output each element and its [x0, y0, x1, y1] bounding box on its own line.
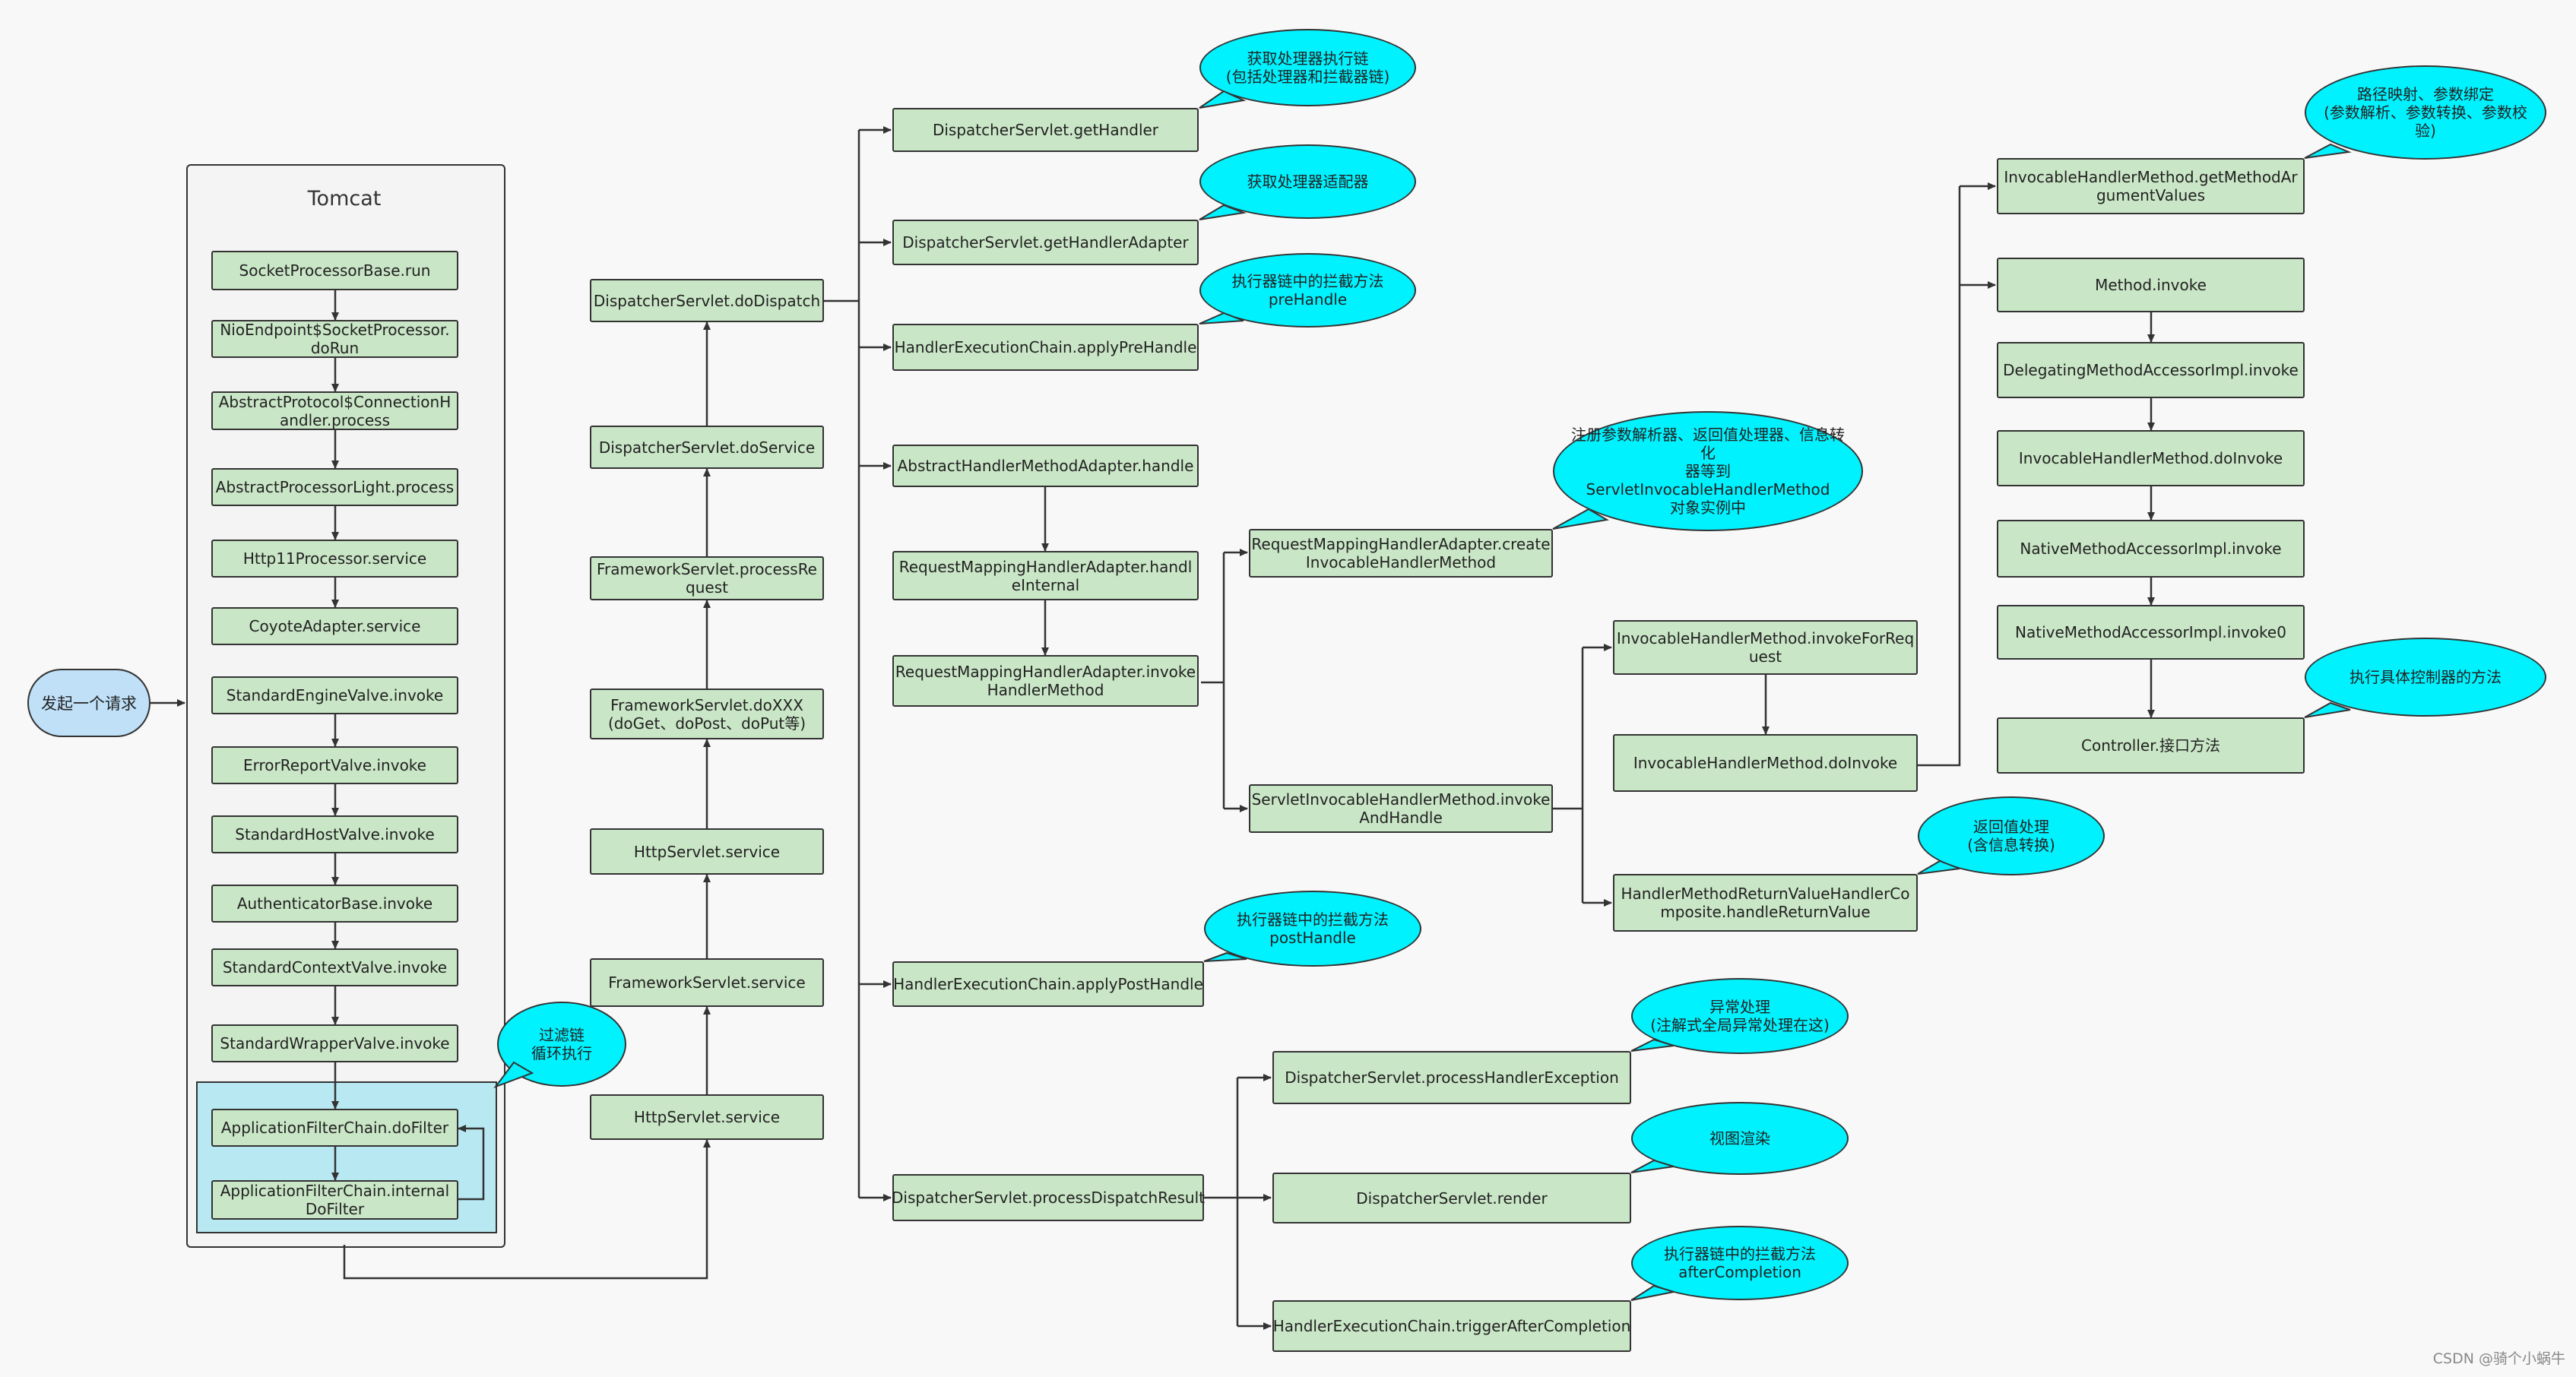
node-method-invoke: Method.invoke	[1997, 258, 2305, 312]
bubble-post-handle: 执行器链中的拦截方法 postHandle	[1204, 891, 1421, 967]
tail-pre-handle	[1199, 312, 1244, 324]
footer-watermark: CSDN @骑个小蜗牛	[2432, 1350, 2565, 1367]
node-native-accessor: NativeMethodAccessorImpl.invoke	[1997, 520, 2305, 578]
node-standard-wrapper-valve: StandardWrapperValve.invoke	[211, 1024, 458, 1062]
node-ihm-do-invoke-2: InvocableHandlerMethod.doInvoke	[1997, 430, 2305, 486]
node-process-dispatch-result: DispatcherServlet.processDispatchResult	[892, 1174, 1205, 1221]
node-dispatcher-do-service: DispatcherServlet.doService	[590, 426, 824, 469]
node-http11-processor: Http11Processor.service	[211, 540, 458, 578]
node-error-report-valve: ErrorReportValve.invoke	[211, 746, 458, 784]
node-rmha-invoke-handler-method: RequestMappingHandlerAdapter.invoke Hand…	[892, 655, 1199, 707]
bubble-after-completion: 执行器链中的拦截方法 afterCompletion	[1631, 1226, 1849, 1300]
bubble-view-render: 视图渲染	[1631, 1102, 1849, 1175]
node-coyote-adapter: CoyoteAdapter.service	[211, 607, 458, 645]
node-apply-post-handle: HandlerExecutionChain.applyPostHandle	[892, 961, 1204, 1007]
tail-get-handler	[1199, 90, 1247, 109]
node-nio-endpoint: NioEndpoint$SocketProcessor. doRun	[211, 320, 458, 358]
node-ihm-invoke-for-request: InvocableHandlerMethod.invokeForReq uest	[1613, 620, 1918, 675]
node-native-accessor-0: NativeMethodAccessorImpl.invoke0	[1997, 605, 2305, 660]
edge-filter-loop	[457, 1125, 485, 1201]
node-standard-context-valve: StandardContextValve.invoke	[211, 948, 458, 986]
node-abstract-processor-light: AbstractProcessorLight.process	[211, 468, 458, 506]
node-framework-servlet-process-request: FrameworkServlet.processRe quest	[590, 556, 824, 600]
tail-path	[2304, 143, 2352, 159]
tail-register	[1552, 508, 1609, 530]
tail-return	[1917, 859, 1960, 875]
tail-after	[1630, 1284, 1675, 1301]
tail-post	[1203, 951, 1247, 962]
node-http-servlet-service-2: HttpServlet.service	[590, 828, 824, 875]
node-trigger-after-completion: HandlerExecutionChain.triggerAfterComple…	[1272, 1300, 1631, 1352]
node-ihm-do-invoke: InvocableHandlerMethod.doInvoke	[1613, 734, 1918, 792]
node-abstract-protocol: AbstractProtocol$ConnectionH andler.proc…	[211, 391, 458, 430]
node-dispatcher-get-handler: DispatcherServlet.getHandler	[892, 108, 1199, 152]
node-rmha-create-ihm: RequestMappingHandlerAdapter.create Invo…	[1249, 529, 1553, 578]
node-socket-processor-run: SocketProcessorBase.run	[211, 251, 458, 290]
tomcat-title: Tomcat	[307, 187, 382, 211]
bubble-exec-controller: 执行具体控制器的方法	[2305, 638, 2546, 717]
node-app-filter-chain-do-filter: ApplicationFilterChain.doFilter	[211, 1109, 458, 1147]
start-request-node: 发起一个请求	[27, 669, 151, 737]
edge-doinvoke-out	[1918, 186, 1961, 767]
node-ihm-get-method-args: InvocableHandlerMethod.getMethodAr gumen…	[1997, 158, 2305, 214]
node-framework-servlet-service: FrameworkServlet.service	[590, 958, 824, 1007]
node-abstract-handler-method-adapter: AbstractHandlerMethodAdapter.handle	[892, 445, 1199, 487]
tail-exception	[1630, 1038, 1675, 1052]
tail-exec	[2304, 701, 2351, 718]
edge-tomcat-to-httpservlet	[343, 1139, 711, 1280]
node-framework-servlet-doxxx: FrameworkServlet.doXXX (doGet、doPost、doP…	[590, 688, 824, 739]
node-http-servlet-service-1: HttpServlet.service	[590, 1094, 824, 1140]
node-delegating-accessor: DelegatingMethodAccessorImpl.invoke	[1997, 342, 2305, 398]
node-process-handler-exception: DispatcherServlet.processHandlerExceptio…	[1272, 1051, 1631, 1104]
node-standard-host-valve: StandardHostValve.invoke	[211, 815, 458, 853]
node-apply-pre-handle: HandlerExecutionChain.applyPreHandle	[892, 324, 1199, 371]
bubble-return-value: 返回值处理 (含信息转换)	[1918, 796, 2105, 875]
bubble-get-handler-chain: 获取处理器执行链 (包括处理器和拦截器链)	[1199, 29, 1416, 106]
node-standard-engine-valve: StandardEngineValve.invoke	[211, 676, 458, 714]
bubble-get-handler-adapter: 获取处理器适配器	[1199, 144, 1416, 219]
node-dispatcher-get-handler-adapter: DispatcherServlet.getHandlerAdapter	[892, 220, 1199, 265]
tail-render	[1630, 1159, 1675, 1173]
node-dispatcher-do-dispatch: DispatcherServlet.doDispatch	[590, 279, 824, 322]
tail-get-adapter	[1199, 204, 1247, 220]
node-rmha-handle-internal: RequestMappingHandlerAdapter.handl eInte…	[892, 551, 1199, 600]
bubble-path-mapping: 路径映射、参数绑定 (参数解析、参数转换、参数校验)	[2305, 65, 2546, 160]
tail-filter	[493, 1061, 534, 1089]
node-authenticator-base: AuthenticatorBase.invoke	[211, 885, 458, 923]
node-sihm-invoke-and-handle: ServletInvocableHandlerMethod.invoke And…	[1249, 784, 1553, 833]
bubble-pre-handle: 执行器链中的拦截方法 preHandle	[1199, 253, 1416, 328]
node-dispatcher-render: DispatcherServlet.render	[1272, 1173, 1631, 1223]
node-return-value-handler: HandlerMethodReturnValueHandlerCo mposit…	[1613, 874, 1918, 932]
bubble-exception-handling: 异常处理 (注解式全局异常处理在这)	[1631, 978, 1849, 1054]
node-controller-method: Controller.接口方法	[1997, 717, 2305, 774]
node-app-filter-chain-internal: ApplicationFilterChain.internal DoFilter	[211, 1180, 458, 1220]
bubble-register-resolvers: 注册参数解析器、返回值处理器、信息转化 器等到ServletInvocableH…	[1553, 411, 1863, 531]
